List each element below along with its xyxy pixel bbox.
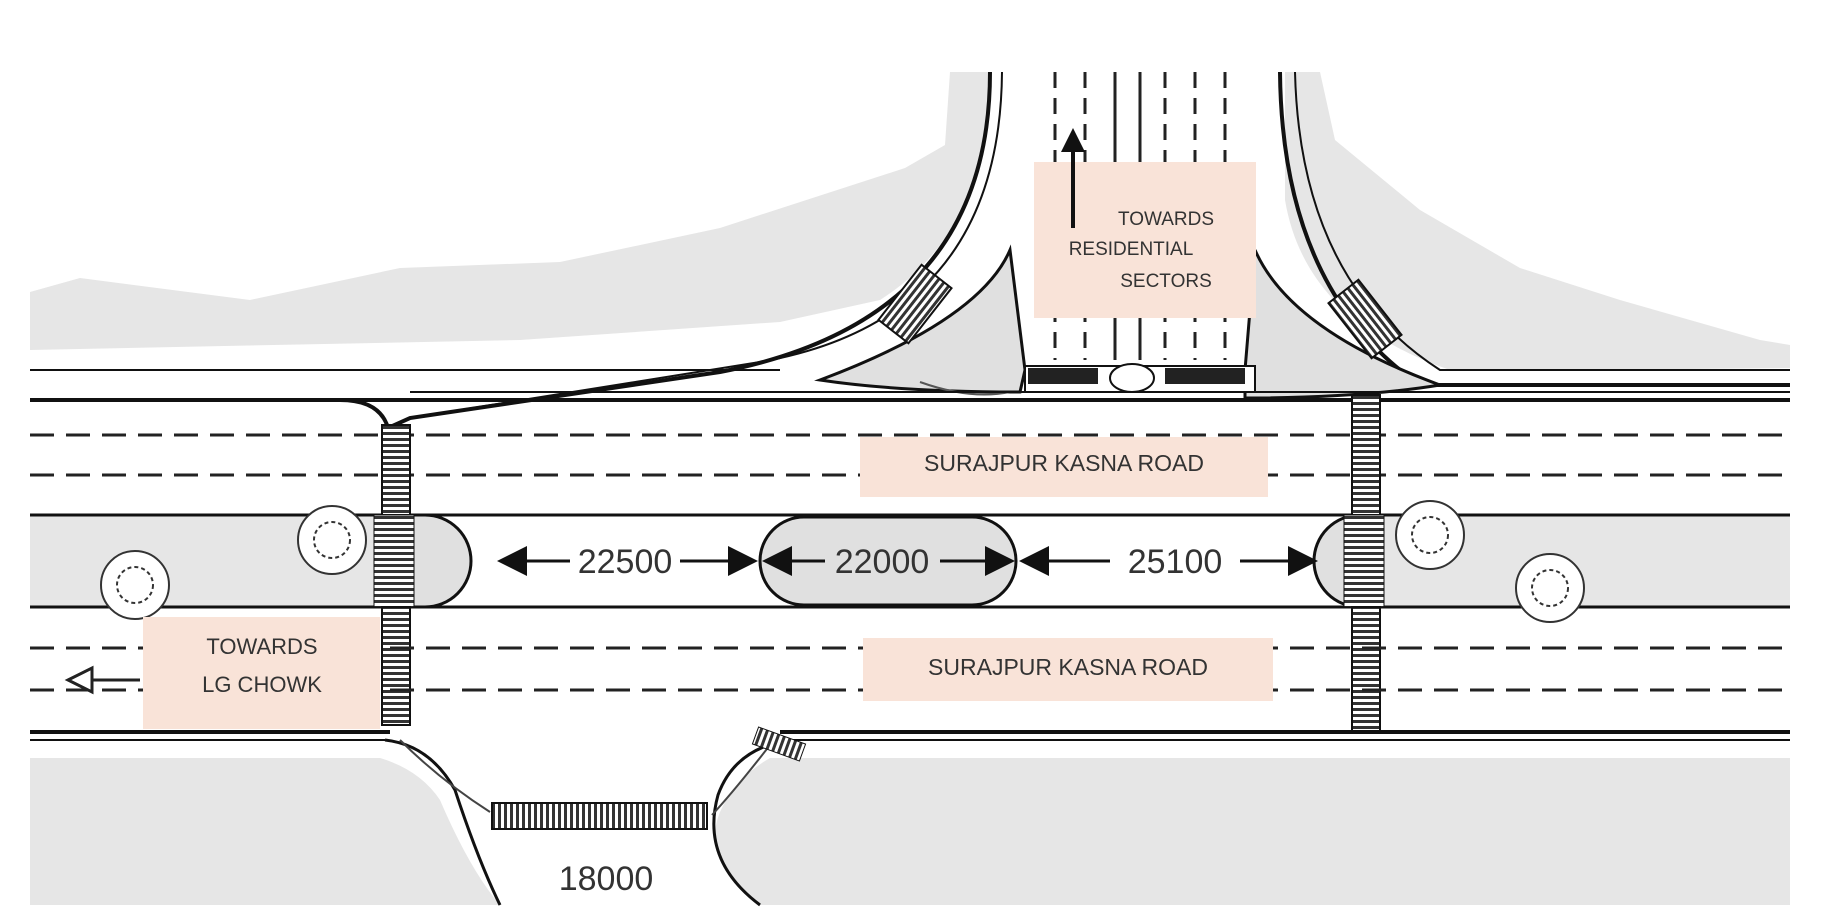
label-road-south: SURAJPUR KASNA ROAD [928, 654, 1208, 680]
tree-icon [100, 550, 170, 620]
crossing-slip-west [877, 263, 953, 345]
label-box-road-south [863, 638, 1273, 701]
arrow-north-icon [1061, 128, 1085, 228]
crossing-east-north [1351, 394, 1381, 516]
verge-northeast [1285, 72, 1790, 370]
label-road-north: SURAJPUR KASNA ROAD [924, 450, 1204, 476]
verge-southeast [715, 758, 1790, 905]
dimension-gap-west: 22500 [578, 543, 673, 581]
label-towards-lg-1: TOWARDS [206, 634, 317, 659]
crossing-east-median [1343, 514, 1385, 608]
label-box-lg-chowk [143, 617, 380, 729]
median-end-west [408, 513, 473, 609]
island-northeast [1243, 249, 1446, 400]
dimension-median-length: 22000 [835, 543, 930, 581]
kerb-northwest [30, 71, 992, 431]
dimension-south-opening: 18000 [559, 860, 654, 898]
crossing-west-median [373, 514, 415, 608]
label-towards-lg-2: LG CHOWK [202, 672, 322, 697]
tree-icon [297, 505, 367, 575]
label-box-road-north [860, 437, 1268, 497]
median-island-center [758, 515, 1018, 607]
tree-icon [1395, 500, 1465, 570]
label-towards-residential-3: SECTORS [1120, 271, 1212, 292]
crossing-west-south [381, 606, 411, 726]
verge-northwest [30, 72, 990, 350]
crossing-slip-east [1327, 278, 1403, 360]
tree-icon [1515, 553, 1585, 623]
crossing-south-opening [491, 802, 708, 830]
dimension-gap-east: 25100 [1128, 543, 1223, 581]
crossing-west-north [381, 424, 411, 516]
label-towards-residential-2: RESIDENTIAL [1069, 239, 1194, 260]
verge-southwest [30, 758, 500, 905]
crossing-east-south [1351, 606, 1381, 733]
label-towards-residential-1: TOWARDS [1118, 209, 1214, 230]
arrow-west-icon [64, 665, 140, 695]
